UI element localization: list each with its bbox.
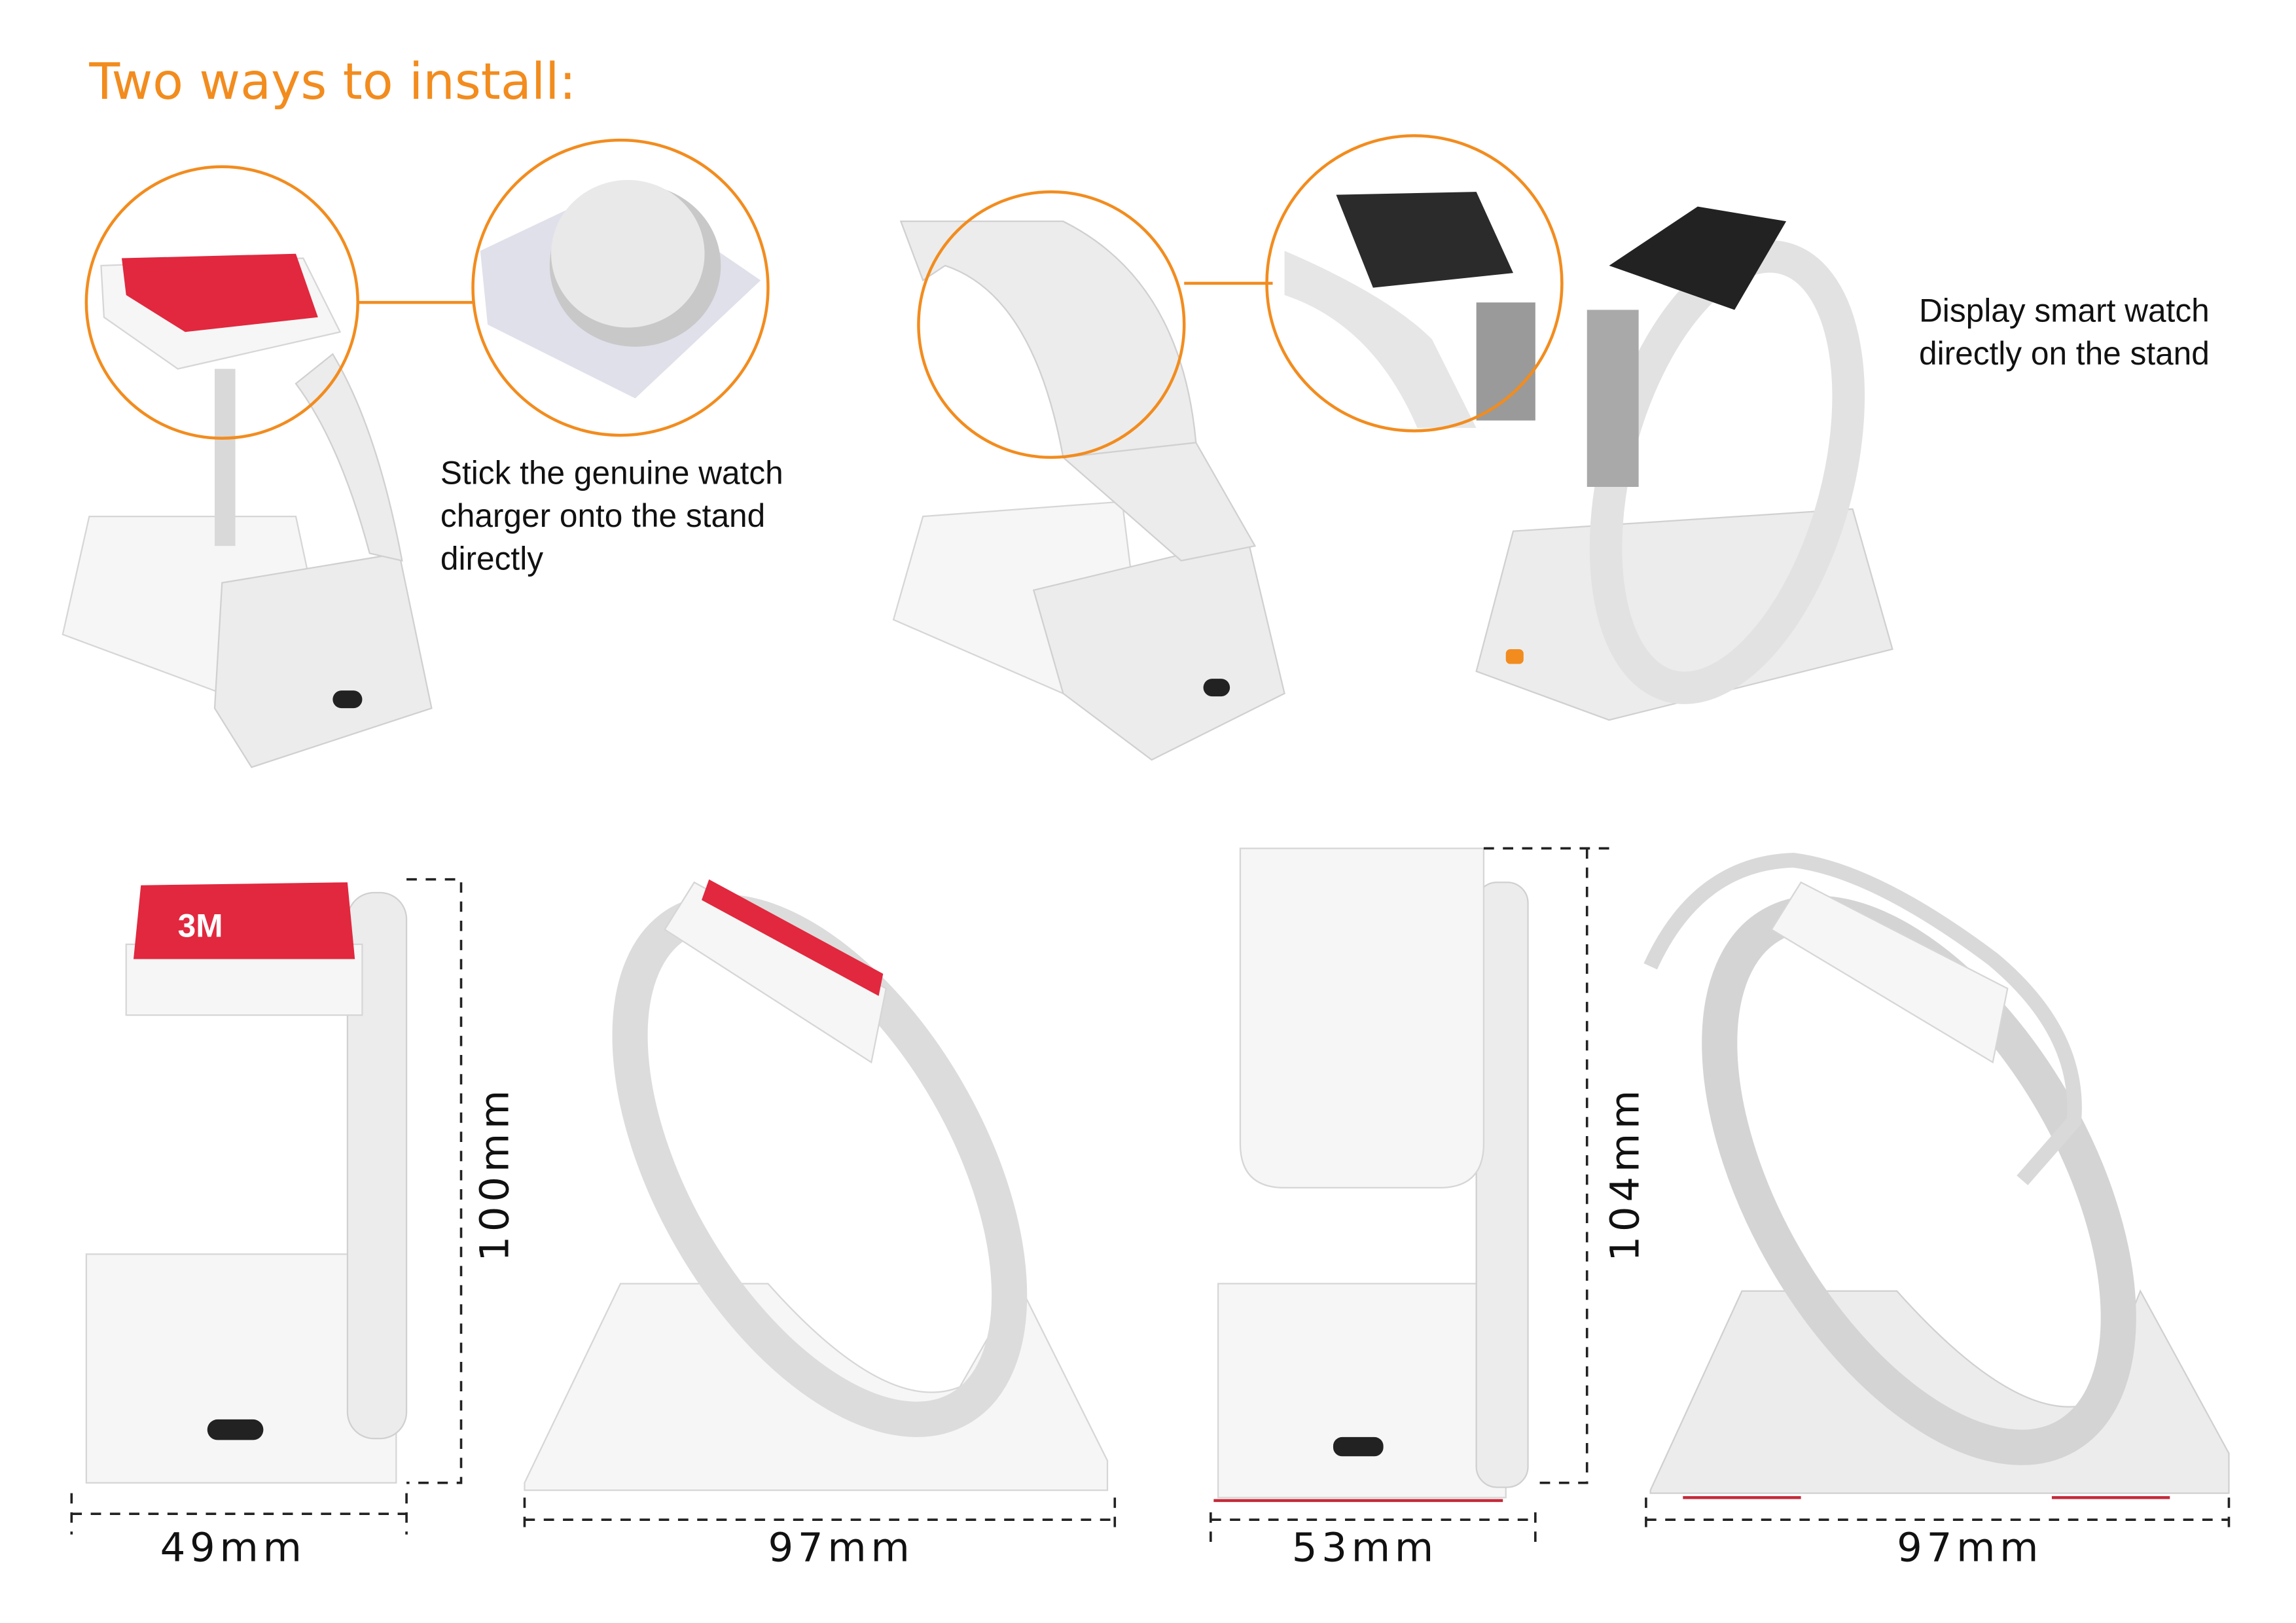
side-view bbox=[524, 879, 1109, 1491]
stand-with-adhesive-pad bbox=[62, 253, 433, 768]
smart-watch-detail bbox=[1284, 192, 1535, 428]
detail-circle-charger bbox=[471, 138, 770, 437]
front-view: 3M bbox=[85, 882, 408, 1484]
width-dimension-53: 53mm bbox=[1292, 1524, 1438, 1571]
side-view-with-hook bbox=[1643, 853, 2230, 1499]
pad-label: 3M bbox=[178, 908, 223, 944]
detail-circle-hook bbox=[917, 190, 1186, 459]
height-dimension-100: 100mm bbox=[472, 1086, 518, 1262]
stand-displaying-watch bbox=[1475, 206, 1893, 721]
page-title: Two ways to install: bbox=[88, 53, 576, 111]
charger-note: Stick the genuine watch charger onto the… bbox=[440, 454, 793, 577]
stand-with-hook bbox=[892, 221, 1285, 761]
width-dimension-97-b: 97mm bbox=[1897, 1524, 2043, 1571]
height-dimension-104: 104mm bbox=[1602, 1086, 1649, 1262]
watch-charger-detail bbox=[473, 140, 768, 436]
width-dimension-49: 49mm bbox=[160, 1524, 306, 1571]
width-dimension-97-a: 97mm bbox=[768, 1524, 914, 1571]
detail-circle-watch bbox=[1265, 134, 1564, 433]
display-note: Display smart watch directly on the stan… bbox=[1919, 292, 2219, 371]
back-view bbox=[1213, 847, 1529, 1503]
